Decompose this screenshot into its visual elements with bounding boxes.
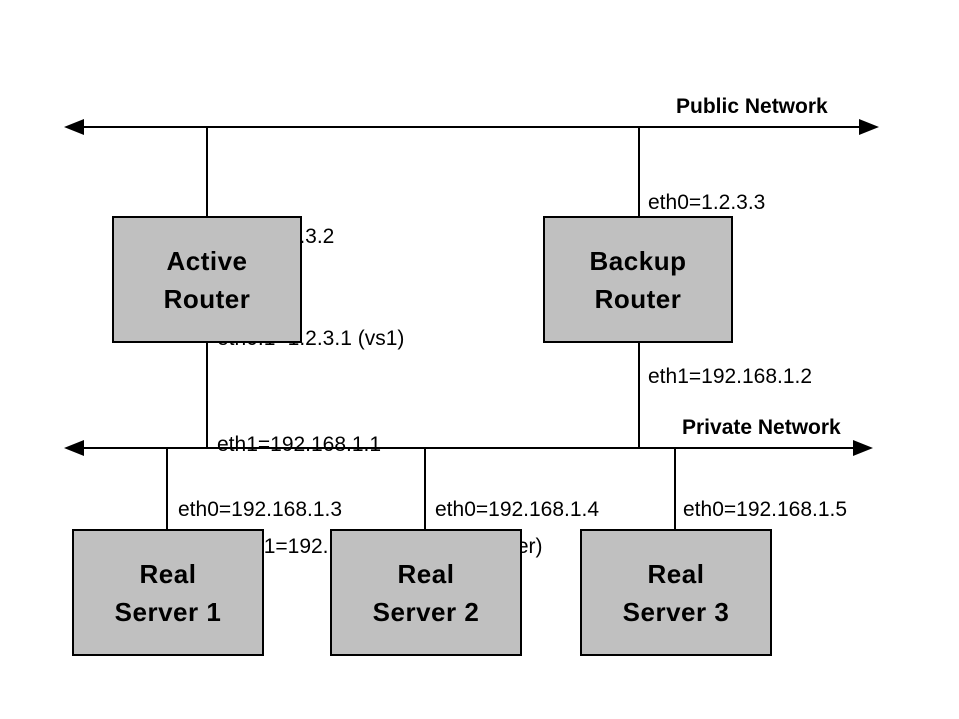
- backup-router-label-line1: Backup: [589, 245, 687, 276]
- backup-router-private-link: [638, 343, 640, 448]
- public-bus-right-arrowhead-icon: [859, 119, 879, 135]
- public-network-title: Public Network: [676, 95, 828, 118]
- backup-router-eth0-label: eth0=1.2.3.3: [648, 191, 766, 214]
- private-network-title: Private Network: [682, 416, 841, 439]
- private-bus-right-arrowhead-icon: [853, 440, 873, 456]
- real-server-3-label-line2: Server 3: [622, 596, 730, 627]
- public-bus-line: [78, 126, 863, 128]
- active-router-label-line2: Router: [163, 283, 251, 314]
- real-server-1-label: Real Server 1: [115, 555, 222, 631]
- active-router-node: Active Router: [112, 216, 302, 343]
- backup-router-node: Backup Router: [543, 216, 733, 343]
- server3-private-link: [674, 449, 676, 529]
- private-bus-line: [78, 447, 857, 449]
- backup-router-eth1-label: eth1=192.168.1.2: [648, 365, 813, 388]
- backup-router-label: Backup Router: [590, 242, 687, 318]
- real-server-2-label-line2: Server 2: [372, 596, 480, 627]
- real-server-3-label: Real Server 3: [623, 555, 730, 631]
- server1-private-link: [166, 449, 168, 529]
- backup-router-label-line2: Router: [594, 283, 682, 314]
- real-server-1-node: Real Server 1: [72, 529, 264, 656]
- server1-eth0-label: eth0=192.168.1.3: [178, 498, 343, 521]
- real-server-3-node: Real Server 3: [580, 529, 772, 656]
- real-server-3-label-line1: Real: [647, 558, 705, 589]
- real-server-1-label-line2: Server 1: [114, 596, 222, 627]
- backup-router-public-link: [638, 128, 640, 217]
- real-server-2-label-line1: Real: [397, 558, 455, 589]
- real-server-1-label-line1: Real: [139, 558, 197, 589]
- public-bus-left-arrowhead-icon: [64, 119, 84, 135]
- active-router-private-link: [206, 343, 208, 448]
- server2-eth0-label: eth0=192.168.1.4: [435, 498, 600, 521]
- real-server-2-node: Real Server 2: [330, 529, 522, 656]
- server2-private-link: [424, 449, 426, 529]
- real-server-2-label: Real Server 2: [373, 555, 480, 631]
- active-router-eth1-label: eth1=192.168.1.1: [217, 433, 382, 456]
- private-bus-left-arrowhead-icon: [64, 440, 84, 456]
- active-router-label: Active Router: [164, 242, 251, 318]
- active-router-label-line1: Active: [166, 245, 248, 276]
- server3-eth0-label: eth0=192.168.1.5: [683, 498, 848, 521]
- active-router-public-link: [206, 128, 208, 217]
